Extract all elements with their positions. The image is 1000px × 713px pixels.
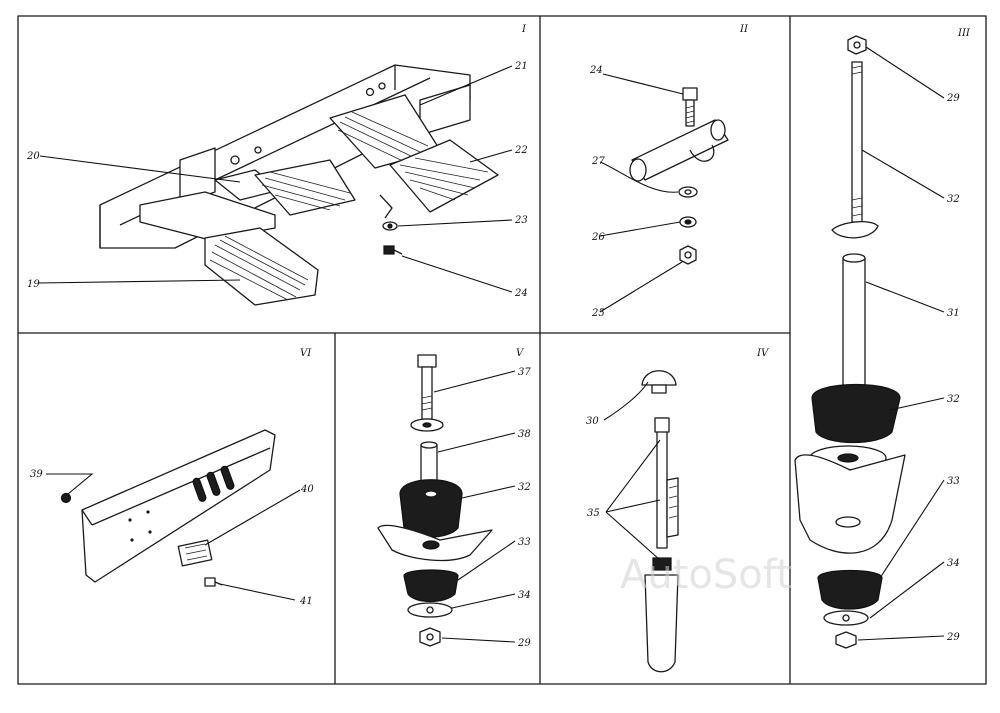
callout-19: 19	[27, 279, 40, 290]
callout-24-ii: 24	[589, 65, 603, 76]
panel-i-numeral: I	[521, 24, 527, 35]
callout-24: 24	[514, 288, 528, 299]
rubber-cushion-33-v	[403, 569, 459, 603]
sleeve-body	[644, 574, 679, 673]
nut-29-top	[847, 35, 867, 55]
shaft-35	[656, 417, 668, 549]
rubber-cushion-32-v	[399, 479, 463, 538]
callout-35: 35	[587, 508, 600, 519]
callout-33: 33	[947, 476, 960, 487]
callout-29-top: 29	[946, 93, 960, 104]
panel-i: I	[26, 24, 528, 306]
panel-vi-numeral: VI	[300, 348, 312, 359]
callout-25: 25	[591, 308, 605, 319]
nut-25	[679, 245, 697, 265]
callout-37: 37	[518, 367, 531, 378]
callout-34-v: 34	[518, 590, 531, 601]
panel-v: V 37 38 32 33 34 29	[377, 348, 531, 649]
screw-41	[204, 577, 216, 587]
bolt-24	[682, 87, 698, 101]
callout-29-v: 29	[517, 638, 531, 649]
callout-26: 26	[591, 232, 605, 243]
panel-v-numeral: V	[516, 348, 525, 359]
panel-iii-numeral: III	[957, 28, 971, 39]
callout-27: 27	[591, 156, 605, 167]
nut-29-v	[419, 627, 441, 647]
washer-34	[823, 610, 869, 626]
floor-mat-20	[254, 159, 356, 216]
callout-40: 40	[300, 484, 314, 495]
callout-21: 21	[514, 61, 528, 72]
clip-plate	[177, 539, 213, 567]
callout-31: 31	[947, 308, 960, 319]
panel-ii-numeral: II	[739, 24, 749, 35]
panel-ii: II 24 27 26 25	[589, 24, 749, 319]
sleeve-38	[420, 444, 438, 484]
callout-23: 23	[514, 215, 528, 226]
callout-22: 22	[514, 145, 528, 156]
callout-34: 34	[947, 558, 960, 569]
rubber-cushion-32	[811, 383, 901, 444]
callout-33-v: 33	[518, 537, 531, 548]
fastener-39	[60, 492, 72, 504]
watermark: AutoSoft	[620, 552, 792, 598]
panel-vi: VI 39 40 41	[30, 348, 314, 607]
callout-38: 38	[518, 429, 531, 440]
panel-iv-numeral: IV	[756, 348, 770, 359]
callout-32-rod: 32	[947, 194, 960, 205]
nut-29-bottom	[835, 631, 857, 649]
screw-24	[383, 245, 395, 255]
rubber-cushion-33	[817, 569, 883, 610]
callout-32: 32	[947, 394, 960, 405]
callout-29-bottom: 29	[946, 632, 960, 643]
sleeve-31	[842, 257, 866, 389]
cap-30	[641, 370, 677, 386]
grille-panel-40	[81, 429, 276, 583]
callout-32-v: 32	[518, 482, 531, 493]
callout-41: 41	[299, 596, 313, 607]
bolt-37	[417, 354, 437, 368]
callout-20: 20	[26, 151, 40, 162]
panel-iii: III 29 32 31 32 33 34 29	[794, 28, 971, 649]
callout-39: 39	[30, 469, 43, 480]
callout-30: 30	[586, 416, 599, 427]
panel-iv: IV 30 35	[586, 348, 770, 673]
panel-frame	[17, 15, 987, 685]
washer-34-v	[407, 602, 453, 618]
mounting-bracket	[794, 454, 906, 554]
